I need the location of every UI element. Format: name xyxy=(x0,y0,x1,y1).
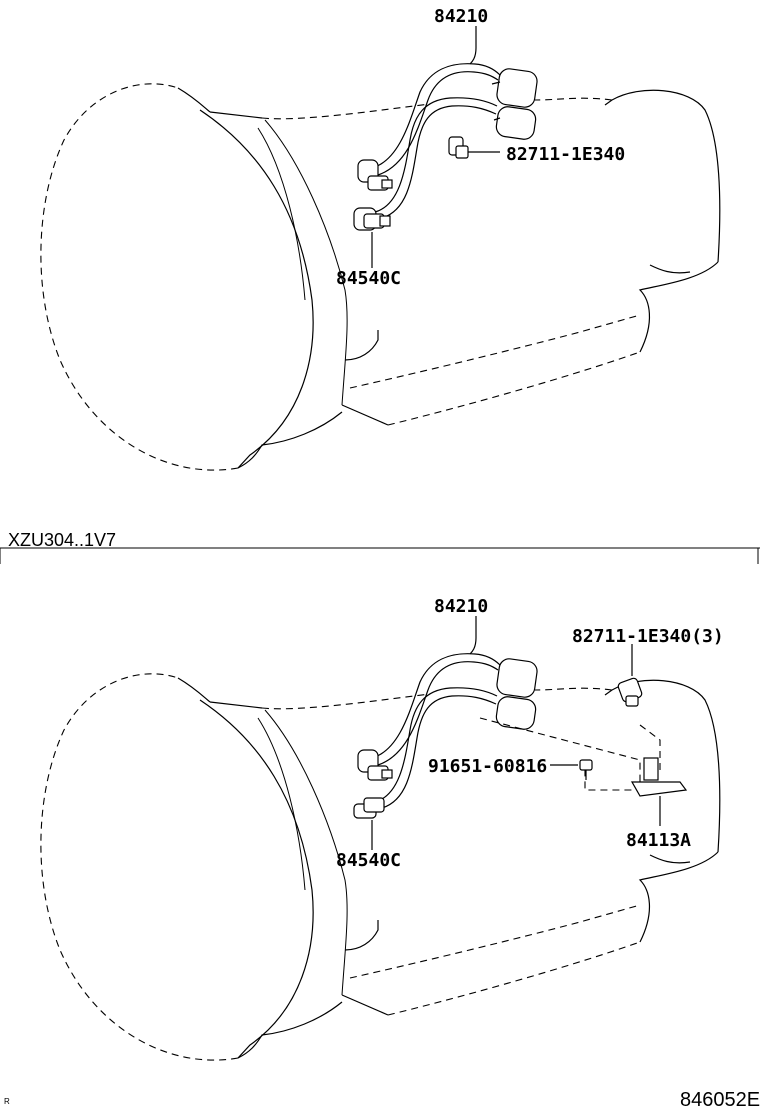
bottom-connector-part xyxy=(617,677,643,707)
top-connector-label: 82711-1E340 xyxy=(506,144,625,165)
bottom-bracket-label: 84113A xyxy=(626,830,691,851)
top-assembly: 84210 82711-1E340 84540C xyxy=(40,6,721,471)
bottom-bolt xyxy=(579,759,593,780)
bottom-switch-label: 84540C xyxy=(336,850,401,871)
top-pressure-switches xyxy=(353,159,393,231)
top-leader-lines xyxy=(371,26,500,268)
footer-mark: R xyxy=(4,1097,10,1106)
top-wiring-harness xyxy=(371,63,538,219)
top-switch-label: 84540C xyxy=(336,268,401,289)
variant-label: XZU304..1V7 xyxy=(8,530,116,550)
bottom-bolt-label: 91651-60816 xyxy=(428,756,547,777)
variant-divider: XZU304..1V7 xyxy=(0,530,760,564)
bottom-connector-label: 82711-1E340(3) xyxy=(572,626,724,647)
bottom-wiring-harness xyxy=(371,653,538,809)
bottom-leader-lines xyxy=(371,616,661,850)
bottom-assembly: 84210 82711-1E340(3) 91651-60816 84540C … xyxy=(40,596,724,1061)
bottom-pressure-switches xyxy=(353,749,393,819)
top-harness-label: 84210 xyxy=(434,6,488,27)
bottom-harness-label: 84210 xyxy=(434,596,488,617)
top-transmission-housing xyxy=(40,83,721,471)
top-connector-part xyxy=(448,136,469,159)
figure-code: 846052E xyxy=(680,1089,760,1111)
bottom-bracket xyxy=(479,717,688,797)
